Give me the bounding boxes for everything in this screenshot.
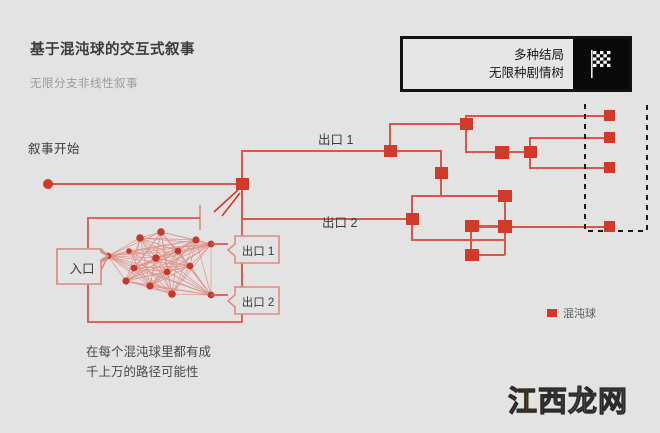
ending-text: 多种结局 无限种剧情树 <box>403 39 573 89</box>
legend-label: 混沌球 <box>563 308 596 320</box>
ball-exit-1-label: 出口 1 <box>241 246 275 258</box>
exit-1-label: 出口 1 <box>318 133 354 147</box>
legend-swatch-icon <box>547 309 557 317</box>
legend: 混沌球 <box>547 305 596 321</box>
narrative-start-label: 叙事开始 <box>28 142 81 156</box>
page-title: 基于混沌球的交互式叙事 <box>30 42 195 58</box>
checkered-flag-icon <box>573 39 629 89</box>
ending-box: 多种结局 无限种剧情树 <box>400 36 632 92</box>
ending-line-2: 无限种剧情树 <box>488 66 564 80</box>
chaos-ball-caption: 在每个混沌球里都有成 千上万的路径可能性 <box>86 342 211 382</box>
caption-line-1: 在每个混沌球里都有成 <box>86 345 212 359</box>
start-node <box>43 179 53 189</box>
caption-line-2: 千上万的路径可能性 <box>86 365 199 379</box>
watermark: 江西龙网 <box>507 378 628 420</box>
exit-2-label: 出口 2 <box>322 216 358 230</box>
entrance-label: 入口 <box>69 262 95 276</box>
page-subtitle: 无限分支非线性叙事 <box>30 78 138 90</box>
ending-line-1: 多种结局 <box>513 48 564 62</box>
ball-exit-2-label: 出口 2 <box>241 297 275 309</box>
